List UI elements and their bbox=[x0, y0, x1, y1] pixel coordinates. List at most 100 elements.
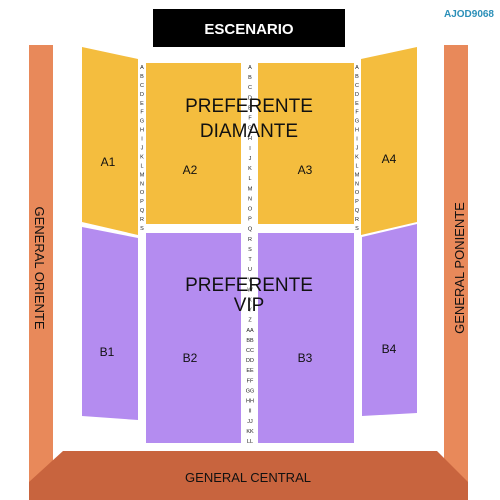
row-label: O bbox=[248, 207, 253, 213]
stage[interactable]: ESCENARIO bbox=[153, 9, 345, 47]
row-label: EE bbox=[246, 368, 254, 374]
stage-label: ESCENARIO bbox=[204, 21, 294, 38]
row-label: S bbox=[140, 226, 144, 232]
section-b2[interactable]: B2 bbox=[146, 233, 241, 443]
row-label: N bbox=[248, 196, 252, 202]
row-label: I bbox=[356, 137, 358, 143]
zone-diamante-line1: PREFERENTE bbox=[185, 96, 313, 117]
section-a1[interactable]: A1 bbox=[82, 47, 138, 235]
row-label: A bbox=[140, 65, 144, 71]
row-label: P bbox=[140, 199, 144, 205]
row-label: GG bbox=[246, 389, 255, 395]
section-b1-label: B1 bbox=[100, 345, 115, 359]
row-label: M bbox=[248, 186, 253, 192]
zone-diamante-line2: DIAMANTE bbox=[200, 121, 298, 142]
row-label: B bbox=[355, 74, 359, 80]
row-label: K bbox=[355, 154, 359, 160]
row-label: B bbox=[248, 75, 252, 81]
row-label: JJ bbox=[247, 419, 253, 425]
section-general-oriente[interactable]: GENERAL ORIENTE bbox=[29, 45, 53, 482]
row-label: O bbox=[140, 190, 145, 196]
section-b2-label: B2 bbox=[183, 351, 198, 365]
row-label: F bbox=[355, 110, 359, 116]
venue-code: AJOD9068 bbox=[443, 9, 494, 20]
section-a4[interactable]: A4 bbox=[361, 47, 417, 235]
row-label: DD bbox=[246, 358, 254, 364]
row-label: J bbox=[356, 146, 359, 152]
row-label: Q bbox=[140, 208, 145, 214]
row-label: S bbox=[248, 247, 252, 253]
row-label: M bbox=[140, 172, 145, 178]
row-label: D bbox=[140, 92, 144, 98]
row-label: F bbox=[140, 110, 144, 116]
row-label: S bbox=[355, 226, 359, 232]
row-label: G bbox=[355, 119, 359, 125]
row-label: D bbox=[355, 92, 359, 98]
row-label: N bbox=[355, 181, 359, 187]
row-label: R bbox=[140, 217, 144, 223]
row-label: H bbox=[248, 136, 252, 142]
row-label: A bbox=[355, 65, 359, 71]
row-label: I bbox=[141, 137, 143, 143]
section-a4-label: A4 bbox=[382, 152, 397, 166]
row-label: E bbox=[355, 101, 359, 107]
zone-vip-line1: PREFERENTE bbox=[185, 275, 313, 296]
section-a1-label: A1 bbox=[101, 155, 116, 169]
section-a2[interactable]: A2 bbox=[146, 63, 241, 224]
row-label: I bbox=[249, 146, 251, 152]
row-label: Q bbox=[355, 208, 360, 214]
row-label: N bbox=[140, 181, 144, 187]
section-a3[interactable]: A3 bbox=[258, 63, 354, 224]
row-label: Q bbox=[248, 227, 253, 233]
row-label: J bbox=[249, 156, 252, 162]
row-label: P bbox=[355, 199, 359, 205]
row-label: R bbox=[248, 237, 252, 243]
row-label: K bbox=[140, 154, 144, 160]
section-a2-label: A2 bbox=[183, 163, 198, 177]
row-label: LL bbox=[247, 439, 253, 445]
section-b3-label: B3 bbox=[298, 351, 313, 365]
row-label: Z bbox=[248, 318, 252, 324]
general-poniente-label: GENERAL PONIENTE bbox=[452, 202, 467, 334]
row-label: E bbox=[140, 101, 144, 107]
row-label: CC bbox=[246, 348, 254, 354]
row-label: F bbox=[248, 116, 252, 122]
row-label: D bbox=[248, 95, 252, 101]
row-label: G bbox=[140, 119, 144, 125]
row-labels-center: ABCDEFGHIJKLMNOPQRSTUVWXYZAABBCCDDEEFFGG… bbox=[246, 65, 255, 445]
section-b1[interactable]: B1 bbox=[82, 227, 138, 420]
row-label: KK bbox=[246, 429, 254, 435]
row-label: A bbox=[248, 65, 252, 71]
row-label: O bbox=[355, 190, 360, 196]
section-general-central[interactable]: GENERAL CENTRAL bbox=[29, 451, 468, 500]
zone-vip-title: PREFERENTE VIP bbox=[185, 275, 313, 316]
row-label: II bbox=[248, 409, 252, 415]
row-label: H bbox=[355, 128, 359, 134]
section-a3-label: A3 bbox=[298, 163, 313, 177]
row-label: J bbox=[141, 146, 144, 152]
section-b4-label: B4 bbox=[382, 342, 397, 356]
row-label: B bbox=[140, 74, 144, 80]
row-label: C bbox=[355, 83, 359, 89]
row-label: H bbox=[140, 128, 144, 134]
row-label: R bbox=[355, 217, 359, 223]
row-label: BB bbox=[246, 338, 254, 344]
general-oriente-label: GENERAL ORIENTE bbox=[32, 206, 47, 329]
row-label: AA bbox=[246, 328, 254, 334]
section-b4[interactable]: B4 bbox=[362, 224, 417, 416]
row-label: T bbox=[248, 257, 252, 263]
row-label: HH bbox=[246, 399, 254, 405]
row-label: G bbox=[248, 126, 252, 132]
row-label: K bbox=[248, 166, 252, 172]
row-label: X bbox=[248, 298, 252, 304]
row-label: U bbox=[248, 267, 252, 273]
row-label: V bbox=[248, 277, 252, 283]
row-label: C bbox=[140, 83, 144, 89]
section-b3[interactable]: B3 bbox=[258, 233, 354, 443]
zone-vip-line2: VIP bbox=[234, 295, 265, 316]
section-general-poniente[interactable]: GENERAL PONIENTE bbox=[444, 45, 468, 482]
row-label: L bbox=[248, 176, 251, 182]
row-label: P bbox=[248, 217, 252, 223]
